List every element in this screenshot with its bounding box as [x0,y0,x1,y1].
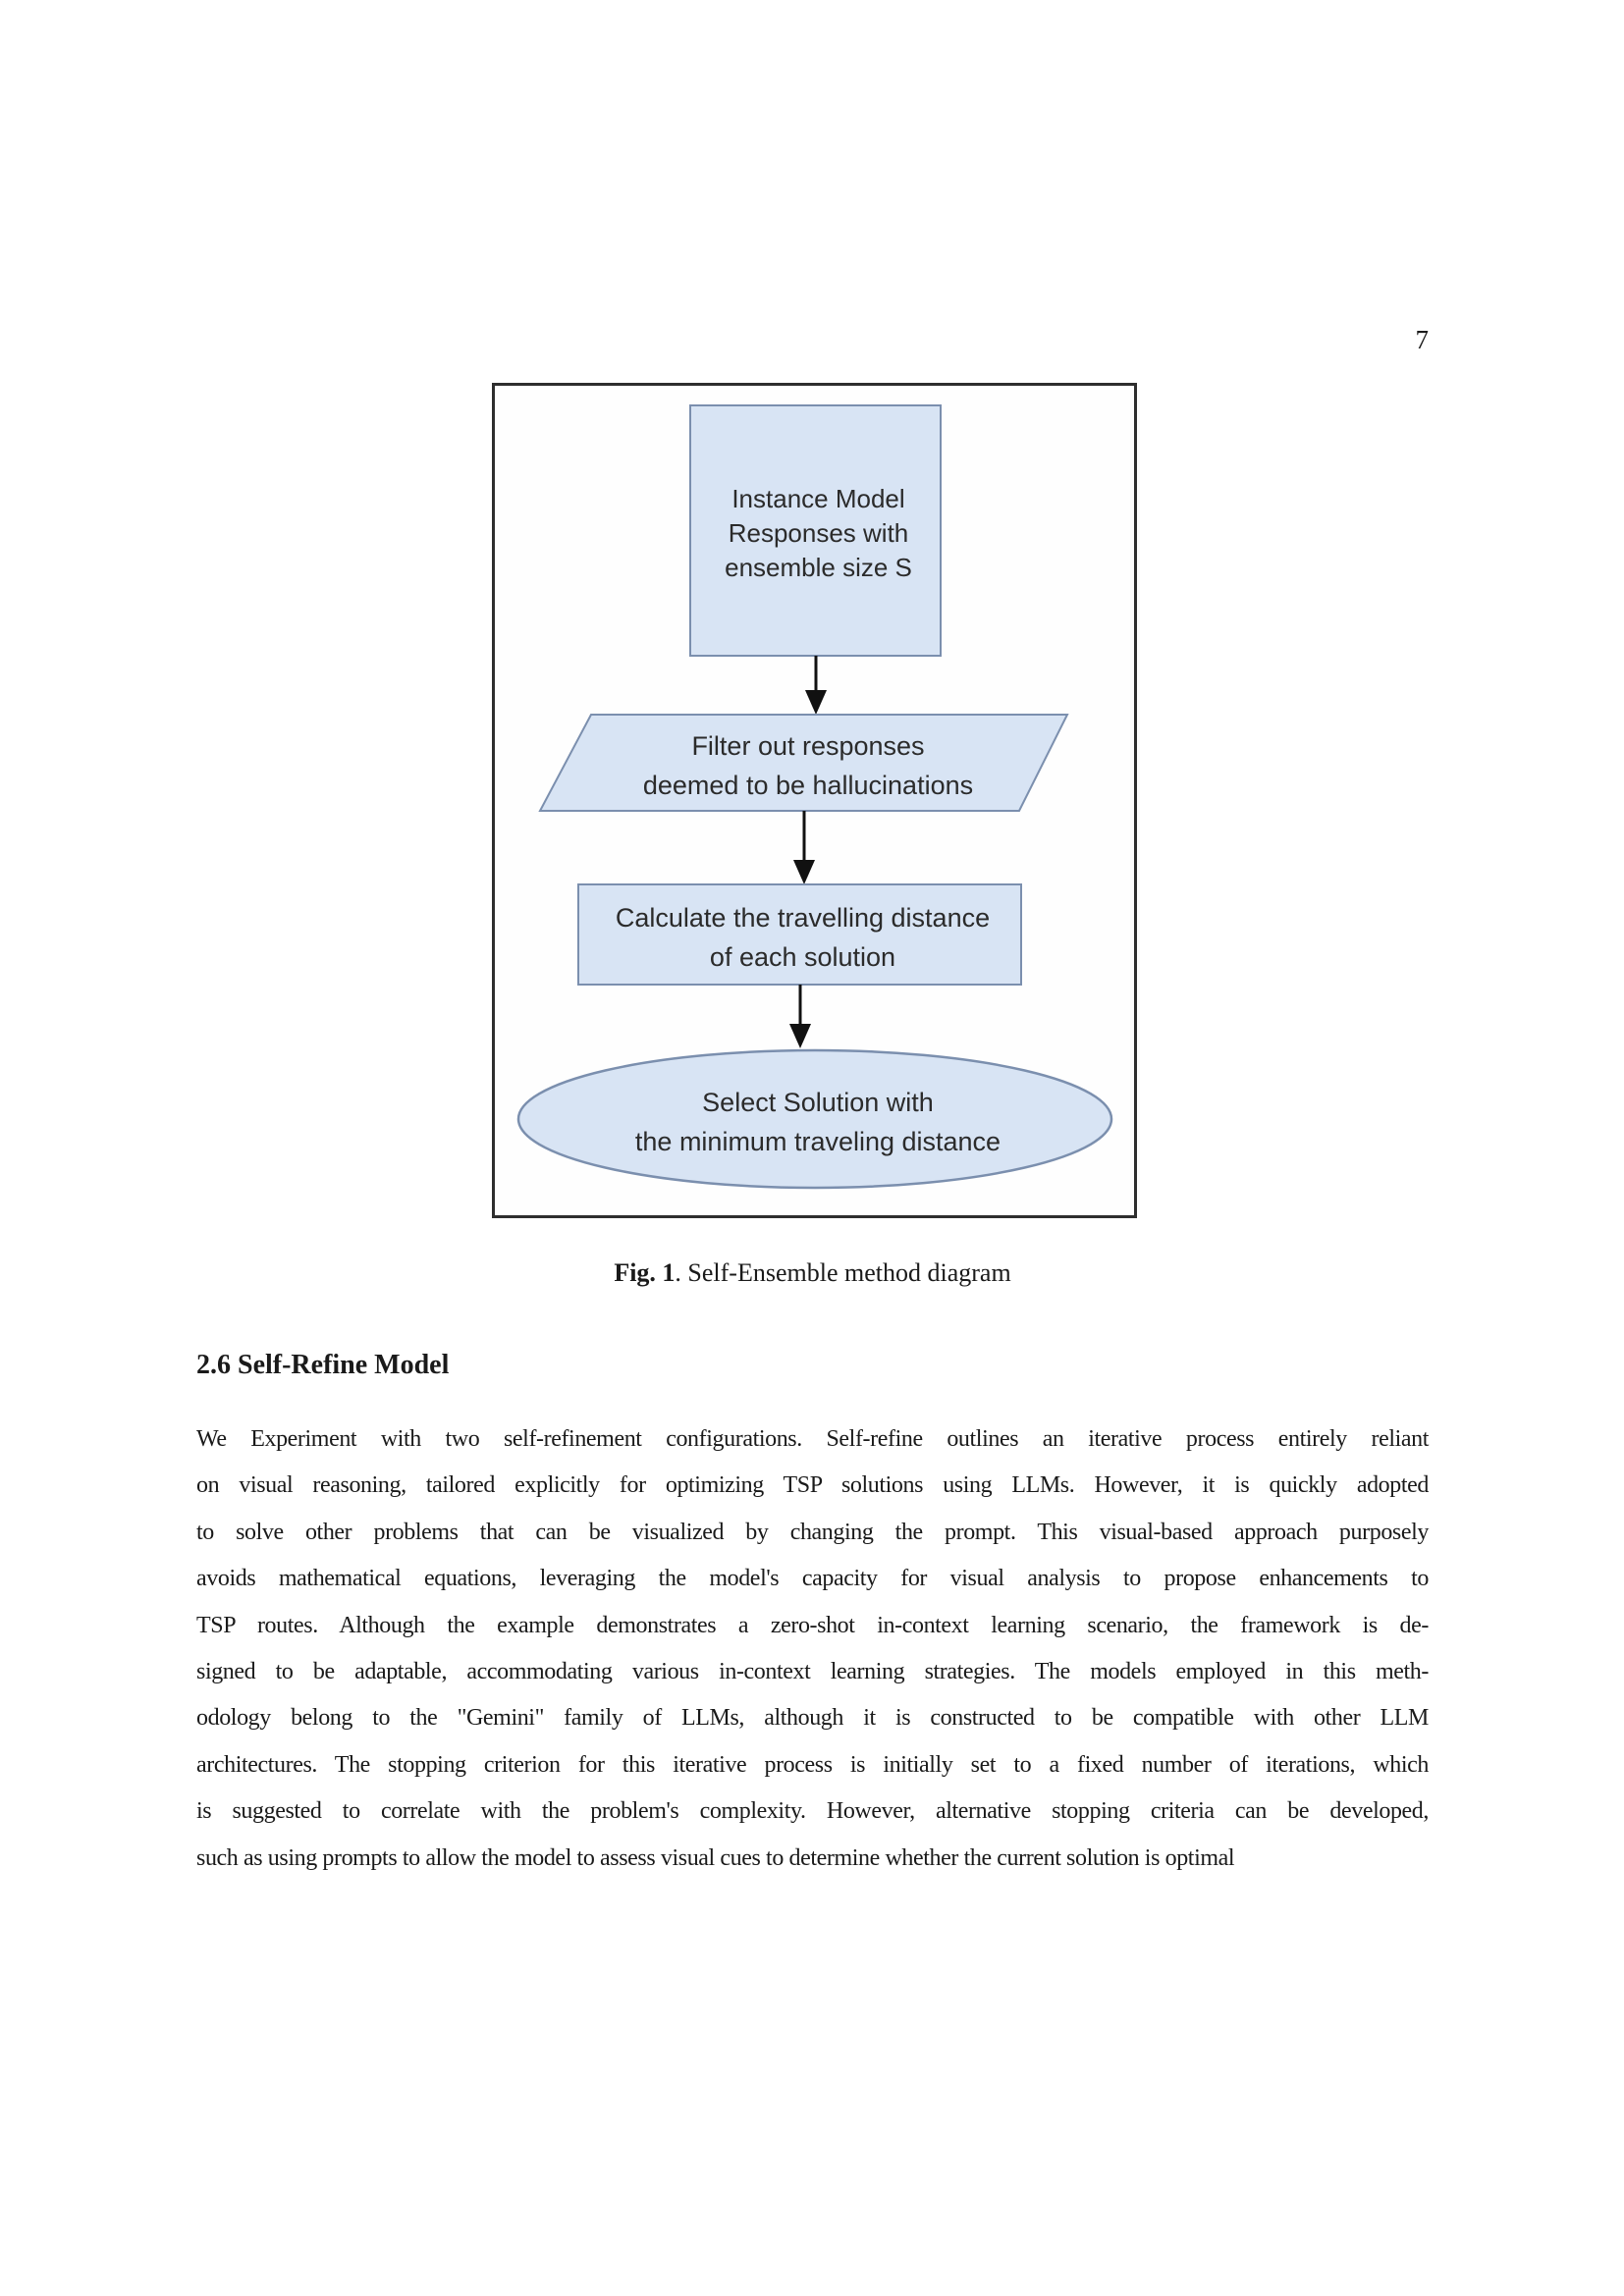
node-calculate-label: Calculate the travelling distance of eac… [615,903,991,972]
page-number: 7 [1415,325,1430,354]
figure-caption-text: . Self-Ensemble method diagram [675,1258,1011,1287]
body-line: TSP routes. Although the example demonst… [196,1612,1429,1638]
node-select-label: Select Solution with the minimum traveli… [634,1088,1001,1156]
body-line: is suggested to correlate with the probl… [196,1798,1429,1825]
figure-caption: Fig. 1. Self-Ensemble method diagram [196,1257,1429,1289]
body-line: odology belong to the "Gemini" family of… [196,1705,1429,1732]
figure-caption-label: Fig. 1 [614,1258,676,1287]
section-heading: 2.6 Self-Refine Model [196,1350,450,1380]
arrow-3-head [789,1024,811,1048]
node-filter-label: Filter out responses deemed to be halluc… [642,731,974,800]
arrow-1-head [805,690,827,715]
figure-1-frame: Instance Model Responses with ensemble s… [492,383,1137,1218]
body-line: signed to be adaptable, accommodating va… [196,1659,1429,1685]
body-line: We Experiment with two self-refinement c… [196,1426,1429,1452]
arrow-2-head [793,860,815,884]
body-line: to solve other problems that can be visu… [196,1519,1429,1545]
node-calculate-rect [577,883,1022,986]
node-filter-parallelogram [538,714,1069,812]
body-line: on visual reasoning, tailored explicitly… [196,1472,1429,1499]
body-line: architectures. The stopping criterion fo… [196,1751,1429,1778]
body-paragraph: We Experiment with two self-refinement c… [196,1416,1429,1882]
body-line: avoids mathematical equations, leveragin… [196,1566,1429,1592]
node-instance-model-rect [689,404,942,657]
body-line: such as using prompts to allow the model… [196,1844,1235,1871]
node-instance-model-label: Instance Model Responses with ensemble s… [725,484,912,582]
node-select-ellipse [516,1048,1113,1190]
self-ensemble-flowchart [516,404,1113,1190]
